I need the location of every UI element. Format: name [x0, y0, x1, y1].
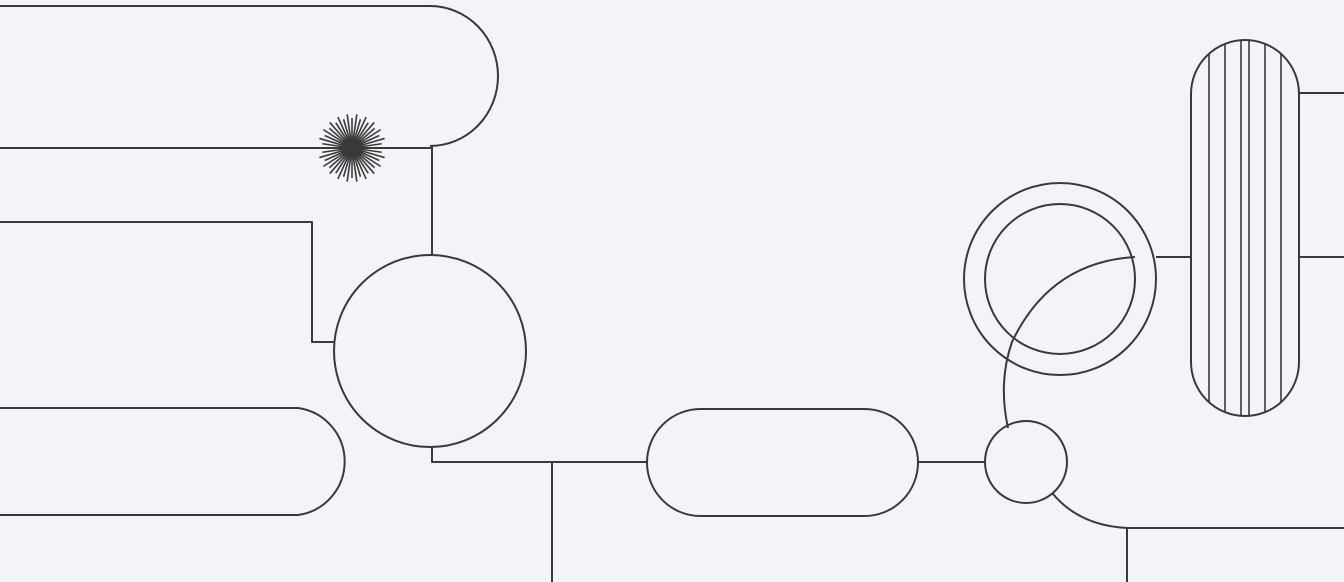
sunburst-icon: [318, 114, 386, 182]
step-connector: [0, 221, 334, 343]
large-circle-node: [333, 254, 527, 448]
circle-bottom-connector: [431, 447, 648, 463]
arc-through-ring: [1002, 256, 1136, 429]
small-junction-circle: [984, 420, 1068, 504]
sunburst-core: [343, 139, 361, 157]
top-left-rounded-path: [0, 5, 499, 147]
inner-ring: [984, 203, 1136, 355]
bottom-left-capsule: [0, 407, 346, 516]
junction-bottom-curve: [1052, 493, 1344, 529]
outer-ring: [963, 182, 1157, 376]
capsule-hatching: [1208, 40, 1282, 416]
striped-capsule-node: [1190, 39, 1300, 417]
